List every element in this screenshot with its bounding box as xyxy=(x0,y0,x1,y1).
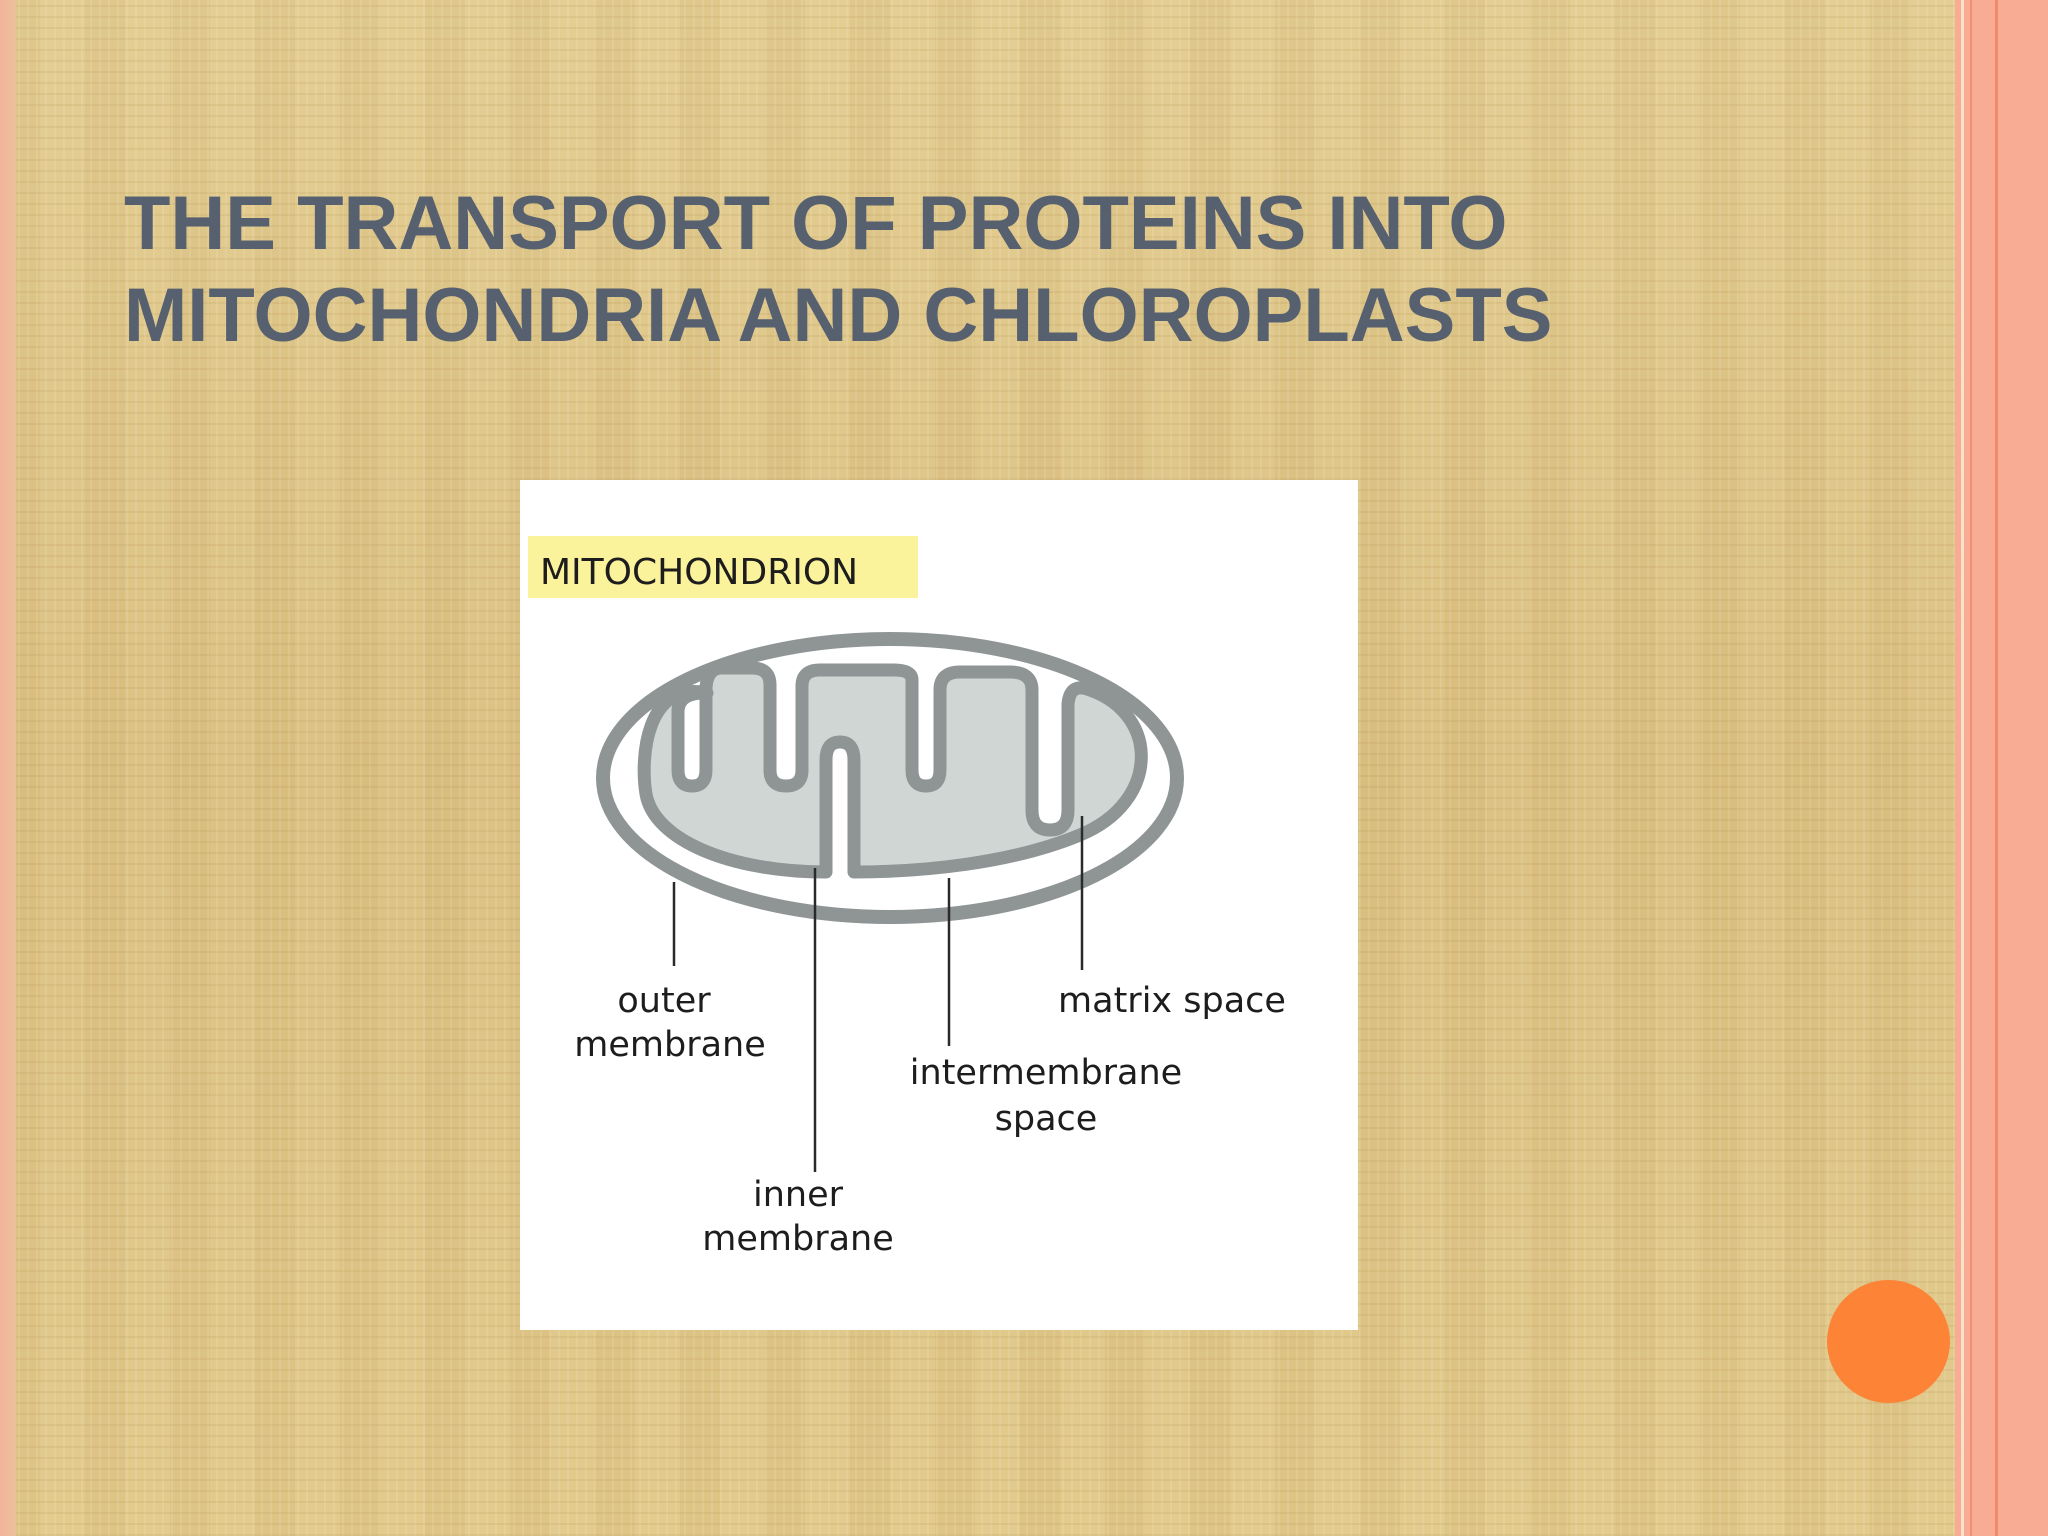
border-line xyxy=(1970,0,1972,1536)
slide-title-line-2: MITOCHONDRIA AND CHLOROPLASTS xyxy=(124,273,1553,358)
inner-membrane-shape xyxy=(637,661,1148,879)
slide-title-line-1: THE TRANSPORT OF PROTEINS INTO xyxy=(124,181,1508,266)
slide-title: THE TRANSPORT OF PROTEINS INTO MITOCHOND… xyxy=(124,178,1624,362)
heading-badge xyxy=(528,536,918,598)
mitochondrion-figure: MITOCHONDRION outer membrane inner membr… xyxy=(520,480,1358,1330)
intermembrane-space-label-line-1: intermembrane xyxy=(910,1053,1182,1093)
outer-membrane-label-line-1: outer xyxy=(617,981,711,1021)
mitochondrion-diagram: MITOCHONDRION outer membrane inner membr… xyxy=(528,536,1286,1259)
inner-membrane-label-line-1: inner xyxy=(753,1175,844,1215)
outer-membrane-label-line-2: membrane xyxy=(574,1025,766,1065)
border-line xyxy=(1961,0,1964,1536)
matrix-space-label: matrix space xyxy=(1058,981,1286,1021)
diagram-heading: MITOCHONDRION xyxy=(540,552,858,593)
inner-membrane-label-line-2: membrane xyxy=(702,1219,894,1259)
intermembrane-space-label-line-2: space xyxy=(995,1099,1098,1139)
border-line xyxy=(1995,0,1998,1536)
right-border-strip xyxy=(1955,0,2048,1536)
left-edge-strip xyxy=(0,0,16,1536)
orange-circle-marker xyxy=(1827,1280,1950,1403)
